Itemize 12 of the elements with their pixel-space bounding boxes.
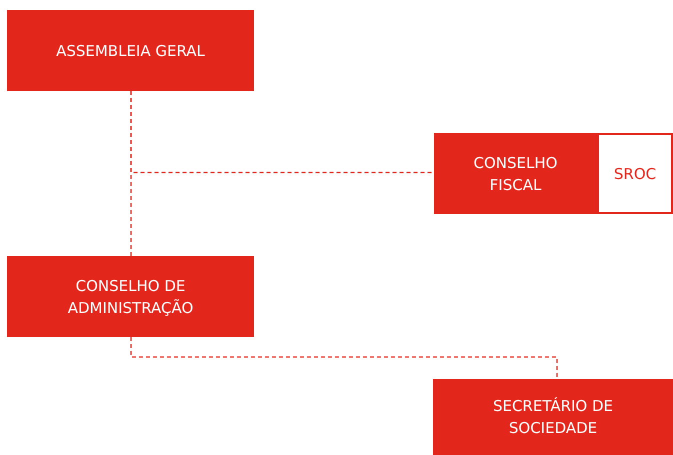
box-label: SECRETÁRIO DE SOCIEDADE	[492, 396, 614, 439]
box-label: CONSELHO FISCAL	[472, 152, 558, 196]
org-box	[7, 256, 254, 337]
dashed-connector	[130, 91, 434, 174]
box-label: SROC	[614, 164, 656, 184]
box-label: ASSEMBLEIA GERAL	[56, 40, 205, 62]
dashed-connector	[130, 337, 558, 379]
org-box	[7, 10, 254, 91]
outlined-box	[597, 133, 673, 214]
org-box	[434, 133, 597, 214]
box-label: CONSELHO DE ADMINISTRAÇÃO	[66, 276, 194, 318]
org-box	[433, 379, 673, 455]
